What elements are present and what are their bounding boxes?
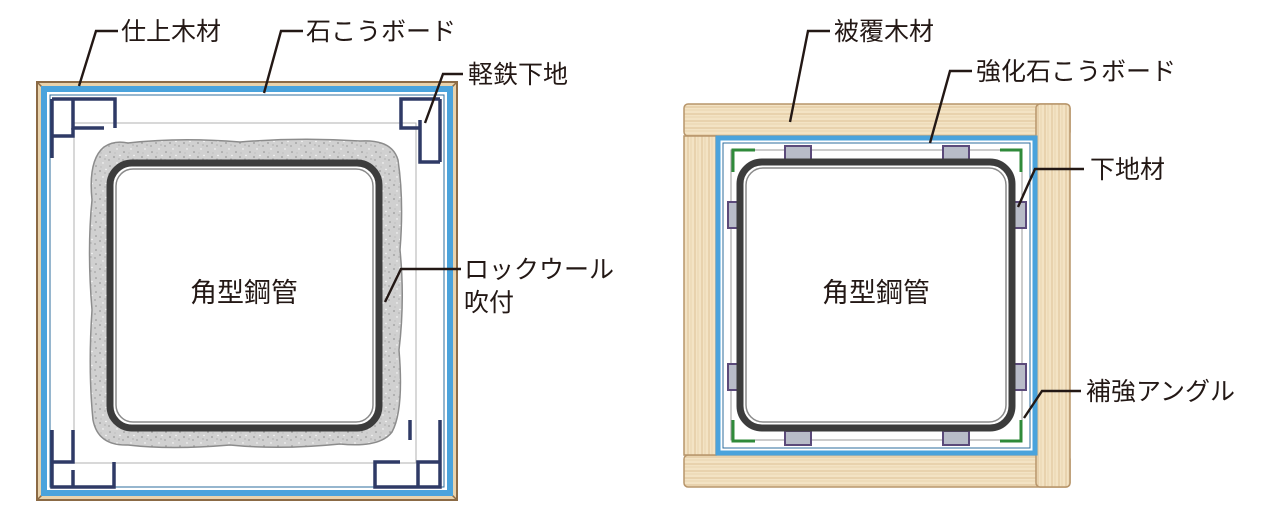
leader-finish-wood xyxy=(77,29,118,87)
leader-reinforced-gypsum xyxy=(928,69,972,144)
left-light-steel-studs xyxy=(50,97,442,489)
leader-rockwool xyxy=(383,267,461,303)
right-wood-left xyxy=(683,135,717,456)
label-finish-wood: 仕上木材 xyxy=(121,17,221,46)
right-wood-bottom xyxy=(683,454,1071,488)
label-light-steel-frame: 軽鉄下地 xyxy=(468,60,568,89)
leader-covering-wood xyxy=(788,29,830,123)
label-rockwool-line2: 吹付 xyxy=(464,288,514,317)
right-reinforcing-angles xyxy=(731,148,1023,443)
leader-gypsum-board xyxy=(262,29,303,94)
left-center-label: 角型鋼管 xyxy=(190,278,298,309)
label-rockwool-line1: ロックウール xyxy=(464,255,614,284)
left-diagram: 角型鋼管 仕上木材 石こうボード 軽鉄下地 ロックウール 吹付 xyxy=(36,17,614,501)
right-diagram: 角型鋼管 被覆木材 強化石こうボード 下地材 補強アングル xyxy=(683,17,1235,488)
leader-reinforcing-angle xyxy=(1023,389,1081,419)
right-wood-top xyxy=(683,103,1071,137)
label-reinforced-gypsum: 強化石こうボード xyxy=(976,57,1176,86)
label-covering-wood: 被覆木材 xyxy=(834,17,934,46)
label-gypsum-board: 石こうボード xyxy=(306,17,456,46)
label-substrate: 下地材 xyxy=(1090,155,1165,184)
right-wood-right xyxy=(1035,103,1071,488)
leader-light-steel-frame xyxy=(423,72,463,124)
leader-substrate xyxy=(1016,167,1084,208)
label-reinforcing-angle: 補強アングル xyxy=(1086,377,1235,406)
right-center-label: 角型鋼管 xyxy=(822,278,930,309)
